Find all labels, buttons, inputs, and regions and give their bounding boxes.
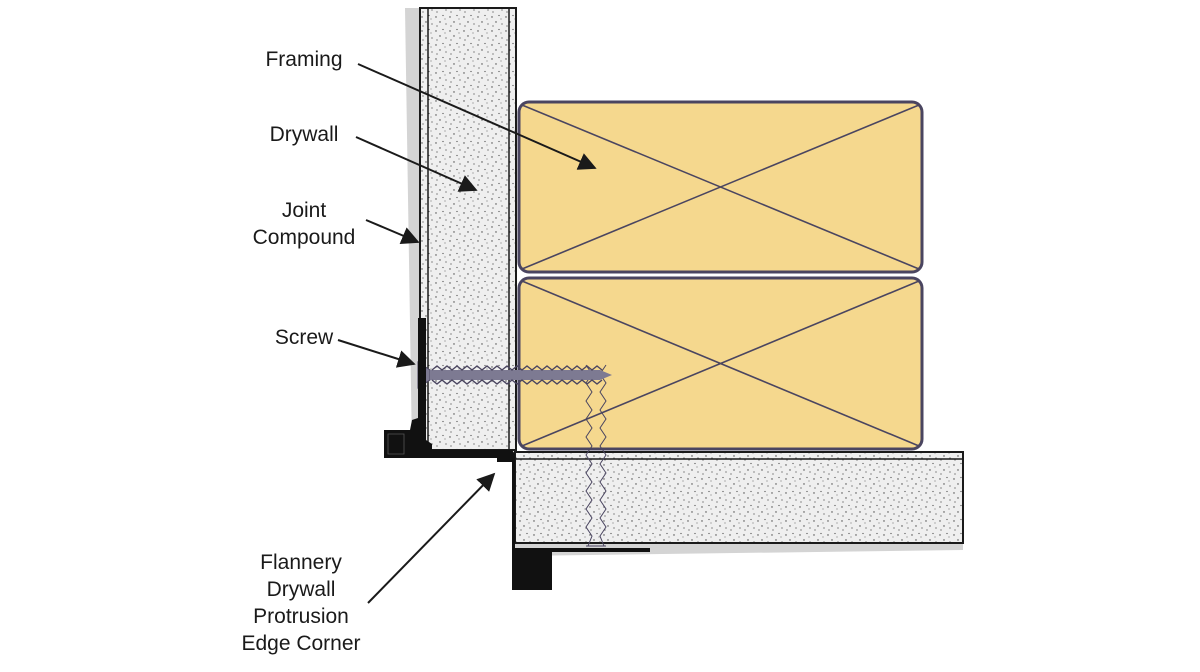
corner-line-2: Drywall: [266, 578, 336, 601]
framing-upper: [517, 100, 924, 274]
leader-lines: [337, 63, 597, 604]
framing-leader: [357, 63, 597, 170]
drywall-label: Drywall: [269, 123, 339, 146]
corner-line-4: Edge Corner: [241, 632, 361, 655]
framing-label: Framing: [265, 48, 343, 71]
drywall-leader: [355, 136, 478, 192]
corner-trim: [384, 318, 650, 590]
screw-leader: [337, 339, 416, 368]
joint-compound-ceiling: [515, 543, 963, 556]
screw-label: Screw: [274, 326, 334, 349]
ceiling-screw-hidden: [585, 364, 607, 547]
joint-compound-line-1: Joint: [281, 199, 327, 222]
corner-line-3: Protrusion: [253, 605, 349, 628]
corner-label: Flannery Drywall Protrusion Edge Corner: [226, 549, 376, 657]
corner-leader: [367, 472, 496, 604]
joint-compound-line-2: Compound: [252, 226, 356, 249]
framing-lower: [517, 276, 924, 451]
joint-compound-leader: [365, 219, 420, 244]
corner-line-1: Flannery: [260, 551, 342, 574]
joint-compound-label: Joint Compound: [236, 197, 372, 251]
drywall-ceiling: [514, 451, 964, 544]
